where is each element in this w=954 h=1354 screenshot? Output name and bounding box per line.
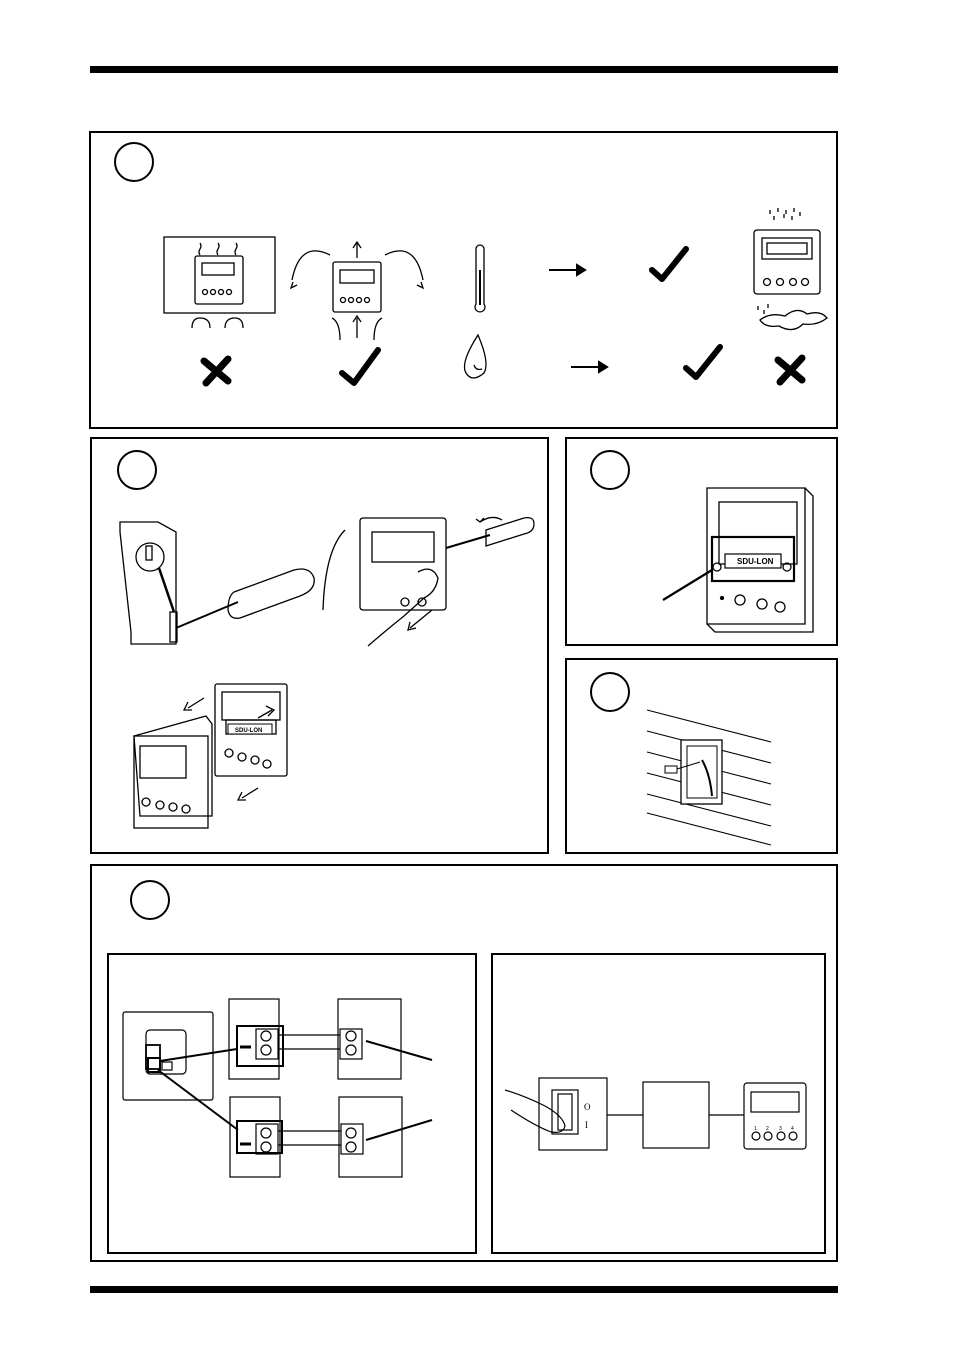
switch-label-on: I: [585, 1120, 588, 1130]
switch-label-off: O: [584, 1102, 591, 1112]
terminal-diagram: [123, 999, 432, 1177]
keypad-number-4: 4: [791, 1126, 794, 1132]
keypad-number-1: 1: [754, 1126, 757, 1132]
keypad-number-3: 3: [779, 1126, 782, 1132]
keypad-number-2: 2: [766, 1126, 769, 1132]
power-diagram: [505, 1078, 806, 1150]
